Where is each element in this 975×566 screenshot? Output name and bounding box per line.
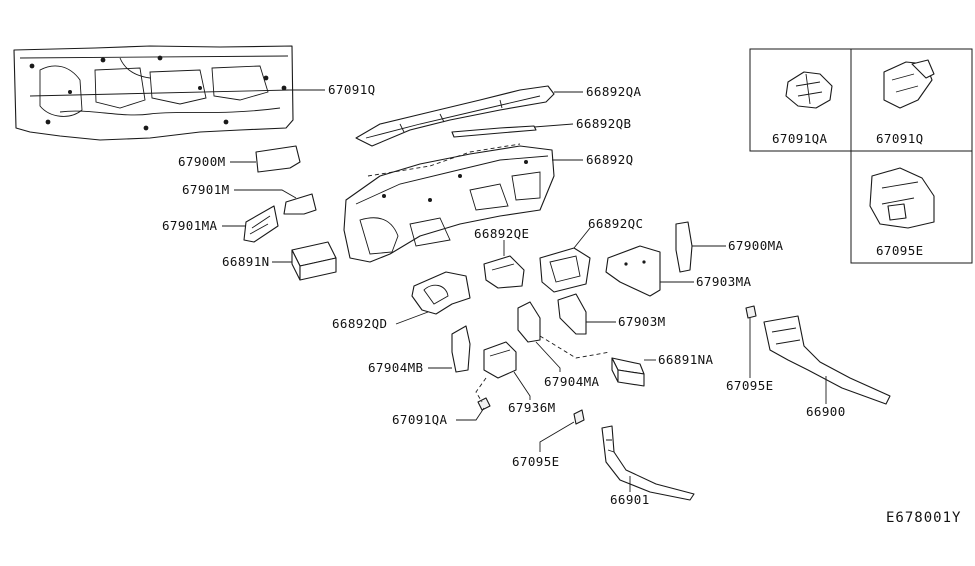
label-67900M[interactable]: 67900M [178, 154, 226, 169]
insulator-67903MA[interactable] [605, 245, 661, 297]
label-67904MB[interactable]: 67904MB [368, 360, 423, 375]
dash-guide-67091QA [475, 377, 487, 403]
pad-67900MA[interactable] [675, 221, 693, 273]
label-67091Q[interactable]: 67091Q [328, 82, 376, 97]
inset-clip-67091QA-drawing[interactable] [785, 71, 833, 109]
inset-label-67095E[interactable]: 67095E [876, 243, 924, 258]
pad-67904MA[interactable] [517, 301, 541, 343]
label-66891N[interactable]: 66891N [222, 254, 270, 269]
plate-66900[interactable] [763, 315, 891, 405]
label-66901[interactable]: 66901 [610, 492, 650, 507]
leader-67901M [234, 189, 297, 199]
insulator-66892QD[interactable] [411, 271, 471, 315]
label-67095E-right[interactable]: 67095E [726, 378, 774, 393]
label-66892QA[interactable]: 66892QA [586, 84, 642, 99]
inset-label-67091QA[interactable]: 67091QA [772, 131, 828, 146]
pad-67904MB[interactable] [451, 325, 471, 373]
inset-clip-67091Q-drawing[interactable] [883, 59, 935, 109]
label-66892Q[interactable]: 66892Q [586, 152, 634, 167]
insulator-67903M[interactable] [557, 293, 587, 335]
label-67900MA[interactable]: 67900MA [728, 238, 784, 253]
insulator-66892QE[interactable] [483, 255, 525, 289]
label-66892QD[interactable]: 66892QD [332, 316, 387, 331]
label-66892QB[interactable]: 66892QB [576, 116, 631, 131]
inset-label-67091Q[interactable]: 67091Q [876, 131, 924, 146]
label-66891NA[interactable]: 66891NA [658, 352, 714, 367]
dash-guide-66891NA [539, 335, 611, 359]
label-67904MA[interactable]: 67904MA [544, 374, 600, 389]
leader-67091QA [456, 407, 485, 421]
clip-67095E-center[interactable] [573, 409, 585, 425]
dash-insulator-panel[interactable] [13, 45, 294, 141]
label-66900[interactable]: 66900 [806, 404, 846, 419]
insulator-strip-66892QB[interactable] [451, 125, 537, 138]
dash-guide-main [367, 143, 521, 177]
leader-66892QC [573, 227, 591, 249]
inset-clip-67095E-drawing[interactable] [869, 167, 935, 229]
insulator-main-66892Q[interactable] [343, 145, 555, 263]
insulator-67936M[interactable] [483, 341, 517, 379]
label-67903MA[interactable]: 67903MA [696, 274, 752, 289]
pad-67901MA[interactable] [243, 205, 279, 243]
label-67901M[interactable]: 67901M [182, 182, 230, 197]
label-67091QA[interactable]: 67091QA [392, 412, 448, 427]
leader-67936M [513, 371, 531, 400]
leader-66892QB [533, 123, 574, 128]
plate-66901[interactable] [601, 425, 695, 501]
block-66891NA[interactable] [611, 357, 645, 387]
label-67936M[interactable]: 67936M [508, 400, 556, 415]
pad-67900M[interactable] [255, 145, 301, 173]
label-67903M[interactable]: 67903M [618, 314, 666, 329]
leader-67095E-center [539, 421, 575, 452]
leader-67904MA [535, 341, 561, 372]
label-66892QC[interactable]: 66892QC [588, 216, 643, 231]
label-67095E-center[interactable]: 67095E [512, 454, 560, 469]
diagram-code: E678001Y [886, 510, 961, 526]
label-66892QE[interactable]: 66892QE [474, 226, 529, 241]
insulator-66892QC[interactable] [539, 247, 591, 293]
block-66891N[interactable] [291, 241, 337, 281]
inset-clips: 67091QA 67091Q 67095E [749, 48, 973, 264]
inset-frame-bottom [850, 150, 973, 264]
pad-67901M[interactable] [283, 193, 317, 215]
clip-67095E-right[interactable] [745, 305, 757, 319]
insulator-strip-66892QA[interactable] [355, 85, 555, 147]
leader-66892QD [395, 311, 429, 325]
clip-67091QA[interactable] [477, 397, 491, 411]
label-67901MA[interactable]: 67901MA [162, 218, 218, 233]
